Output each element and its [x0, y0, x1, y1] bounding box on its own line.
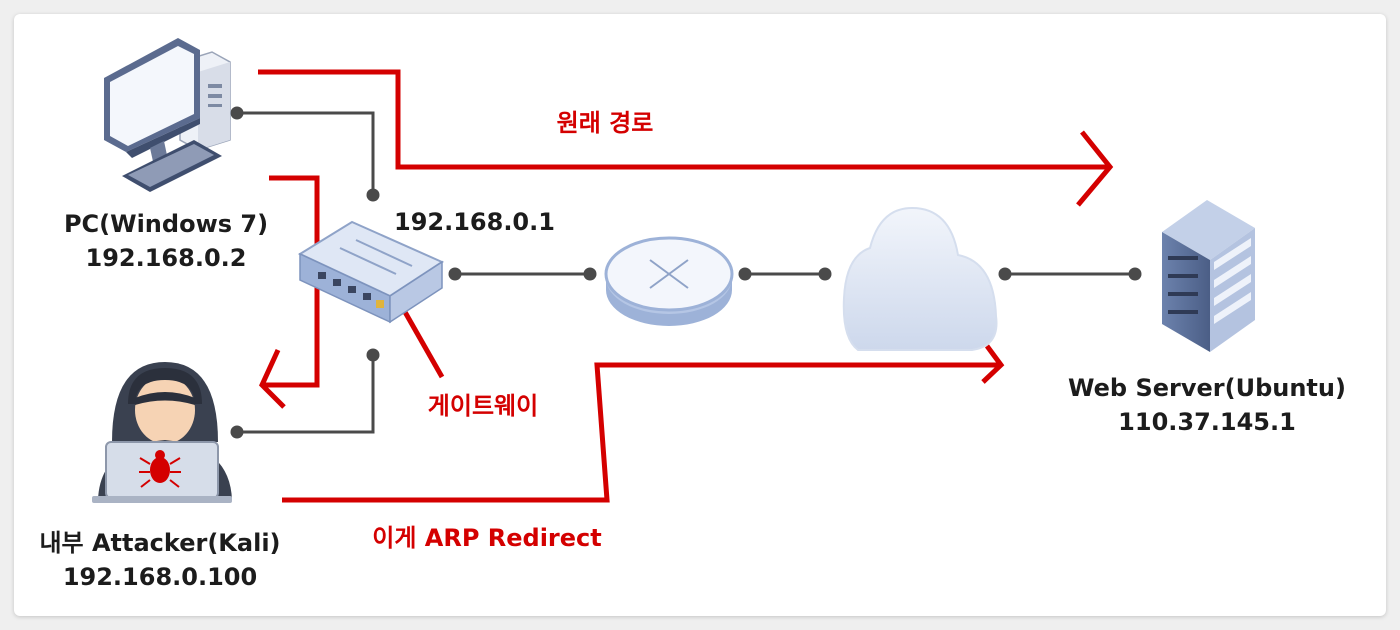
original-path-arrowhead [1076, 130, 1114, 207]
redirect-pc-arrowhead [259, 348, 286, 409]
server-ip-label: 110.37.145.1 [1118, 408, 1296, 436]
gateway-pointer-line [402, 310, 445, 379]
pc-ip-label: 192.168.0.2 [86, 244, 247, 272]
pc-icon [104, 38, 231, 192]
arp-redirect-line [282, 362, 998, 503]
server-icon [1162, 200, 1255, 352]
pc-name-label: PC(Windows 7) [64, 210, 268, 238]
attacker-ip-label: 192.168.0.100 [63, 563, 257, 591]
bug-icon [139, 450, 181, 488]
original-path-label: 원래 경로 [557, 109, 654, 137]
link-attacker-switch [237, 355, 375, 434]
arp-redirect-label: 이게 ARP Redirect [372, 524, 602, 552]
cloud-icon [842, 206, 998, 351]
switch-icon [297, 220, 445, 324]
server-name-label: Web Server(Ubuntu) [1068, 374, 1346, 402]
gateway-label: 게이트웨이 [428, 392, 538, 420]
gateway-ip-label: 192.168.0.1 [394, 208, 555, 236]
original-path-line [258, 69, 1108, 170]
router-icon [604, 236, 734, 326]
red-paths [258, 69, 1114, 503]
hacker-icon [92, 362, 232, 503]
arp-redirect-arrowhead [981, 344, 1005, 384]
attacker-name-label: 내부 Attacker(Kali) [39, 529, 280, 557]
link-pc-switch [237, 111, 375, 195]
network-links [237, 111, 1135, 434]
link-endpoints [230, 106, 1142, 439]
